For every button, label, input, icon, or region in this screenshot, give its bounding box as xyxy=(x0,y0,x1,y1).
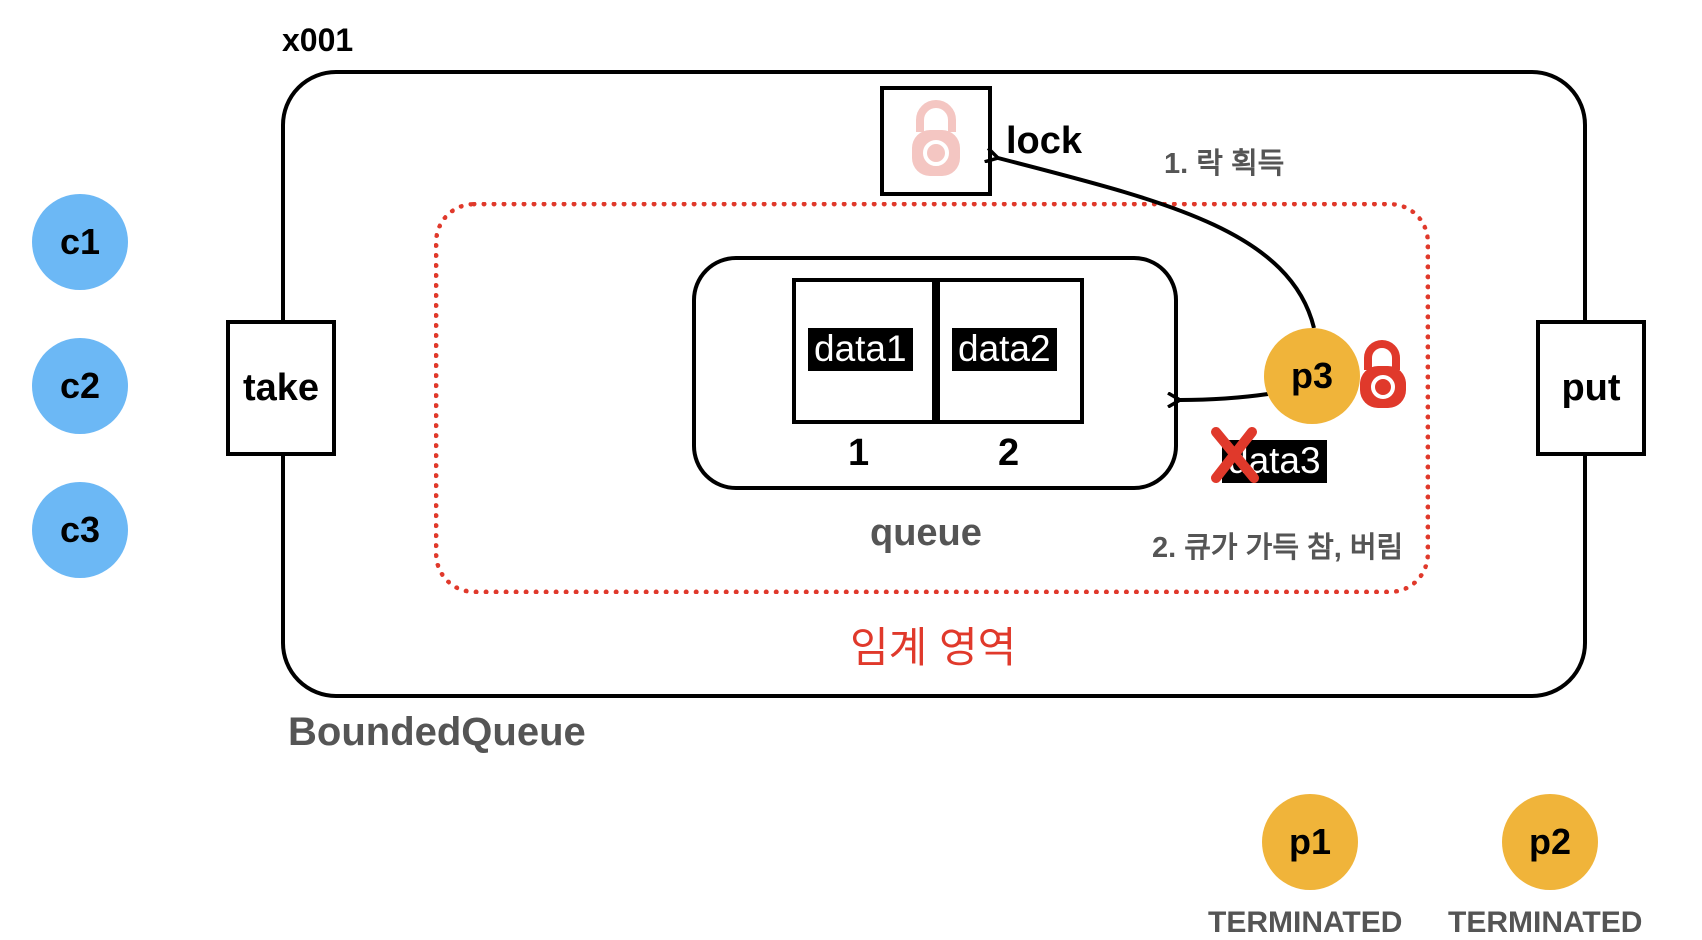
producer-p2-label: p2 xyxy=(1528,821,1571,862)
slot-1-index: 1 xyxy=(848,432,870,474)
consumer-c2: c2 xyxy=(32,338,128,434)
put-to-queue-arrow xyxy=(1180,394,1269,400)
consumer-c1-label: c1 xyxy=(59,221,101,262)
put-label: put xyxy=(1561,366,1621,409)
slot-2-data: data2 xyxy=(952,328,1057,371)
step-2-label: 2. 큐가 가득 참, 버림 xyxy=(1152,532,1404,564)
take-method-box: take xyxy=(226,320,336,456)
consumer-c2-label: c2 xyxy=(59,365,101,406)
slot-1-data: data1 xyxy=(808,328,913,371)
queue-label: queue xyxy=(870,512,982,554)
step-1-label: 1. 락 획득 xyxy=(1164,148,1285,180)
critical-section-box xyxy=(434,202,1430,594)
class-name-label: BoundedQueue xyxy=(288,710,586,754)
lock-icon xyxy=(912,100,960,176)
take-label: take xyxy=(242,366,320,409)
producer-p1-label: p1 xyxy=(1288,821,1331,862)
producer-p2: p2 xyxy=(1502,794,1598,890)
producer-p2-status: TERMINATED xyxy=(1448,906,1643,939)
held-lock-icon xyxy=(1360,340,1406,408)
put-method-box: put xyxy=(1536,320,1646,456)
lock-box xyxy=(880,86,992,196)
lock-label: lock xyxy=(1006,120,1083,162)
consumer-c3-label: c3 xyxy=(59,509,101,550)
consumer-c1: c1 xyxy=(32,194,128,290)
producer-p3: p3 xyxy=(1264,328,1360,424)
producer-p3-label: p3 xyxy=(1290,355,1333,396)
slot-2-index: 2 xyxy=(998,432,1020,474)
critical-section-label: 임계 영역 xyxy=(850,624,1017,671)
discard-x-icon xyxy=(1211,427,1259,483)
acquire-lock-arrow xyxy=(998,158,1316,329)
producer-p1: p1 xyxy=(1262,794,1358,890)
producer-p1-status: TERMINATED xyxy=(1208,906,1403,939)
consumer-c3: c3 xyxy=(32,482,128,578)
object-address: x001 xyxy=(282,22,354,58)
